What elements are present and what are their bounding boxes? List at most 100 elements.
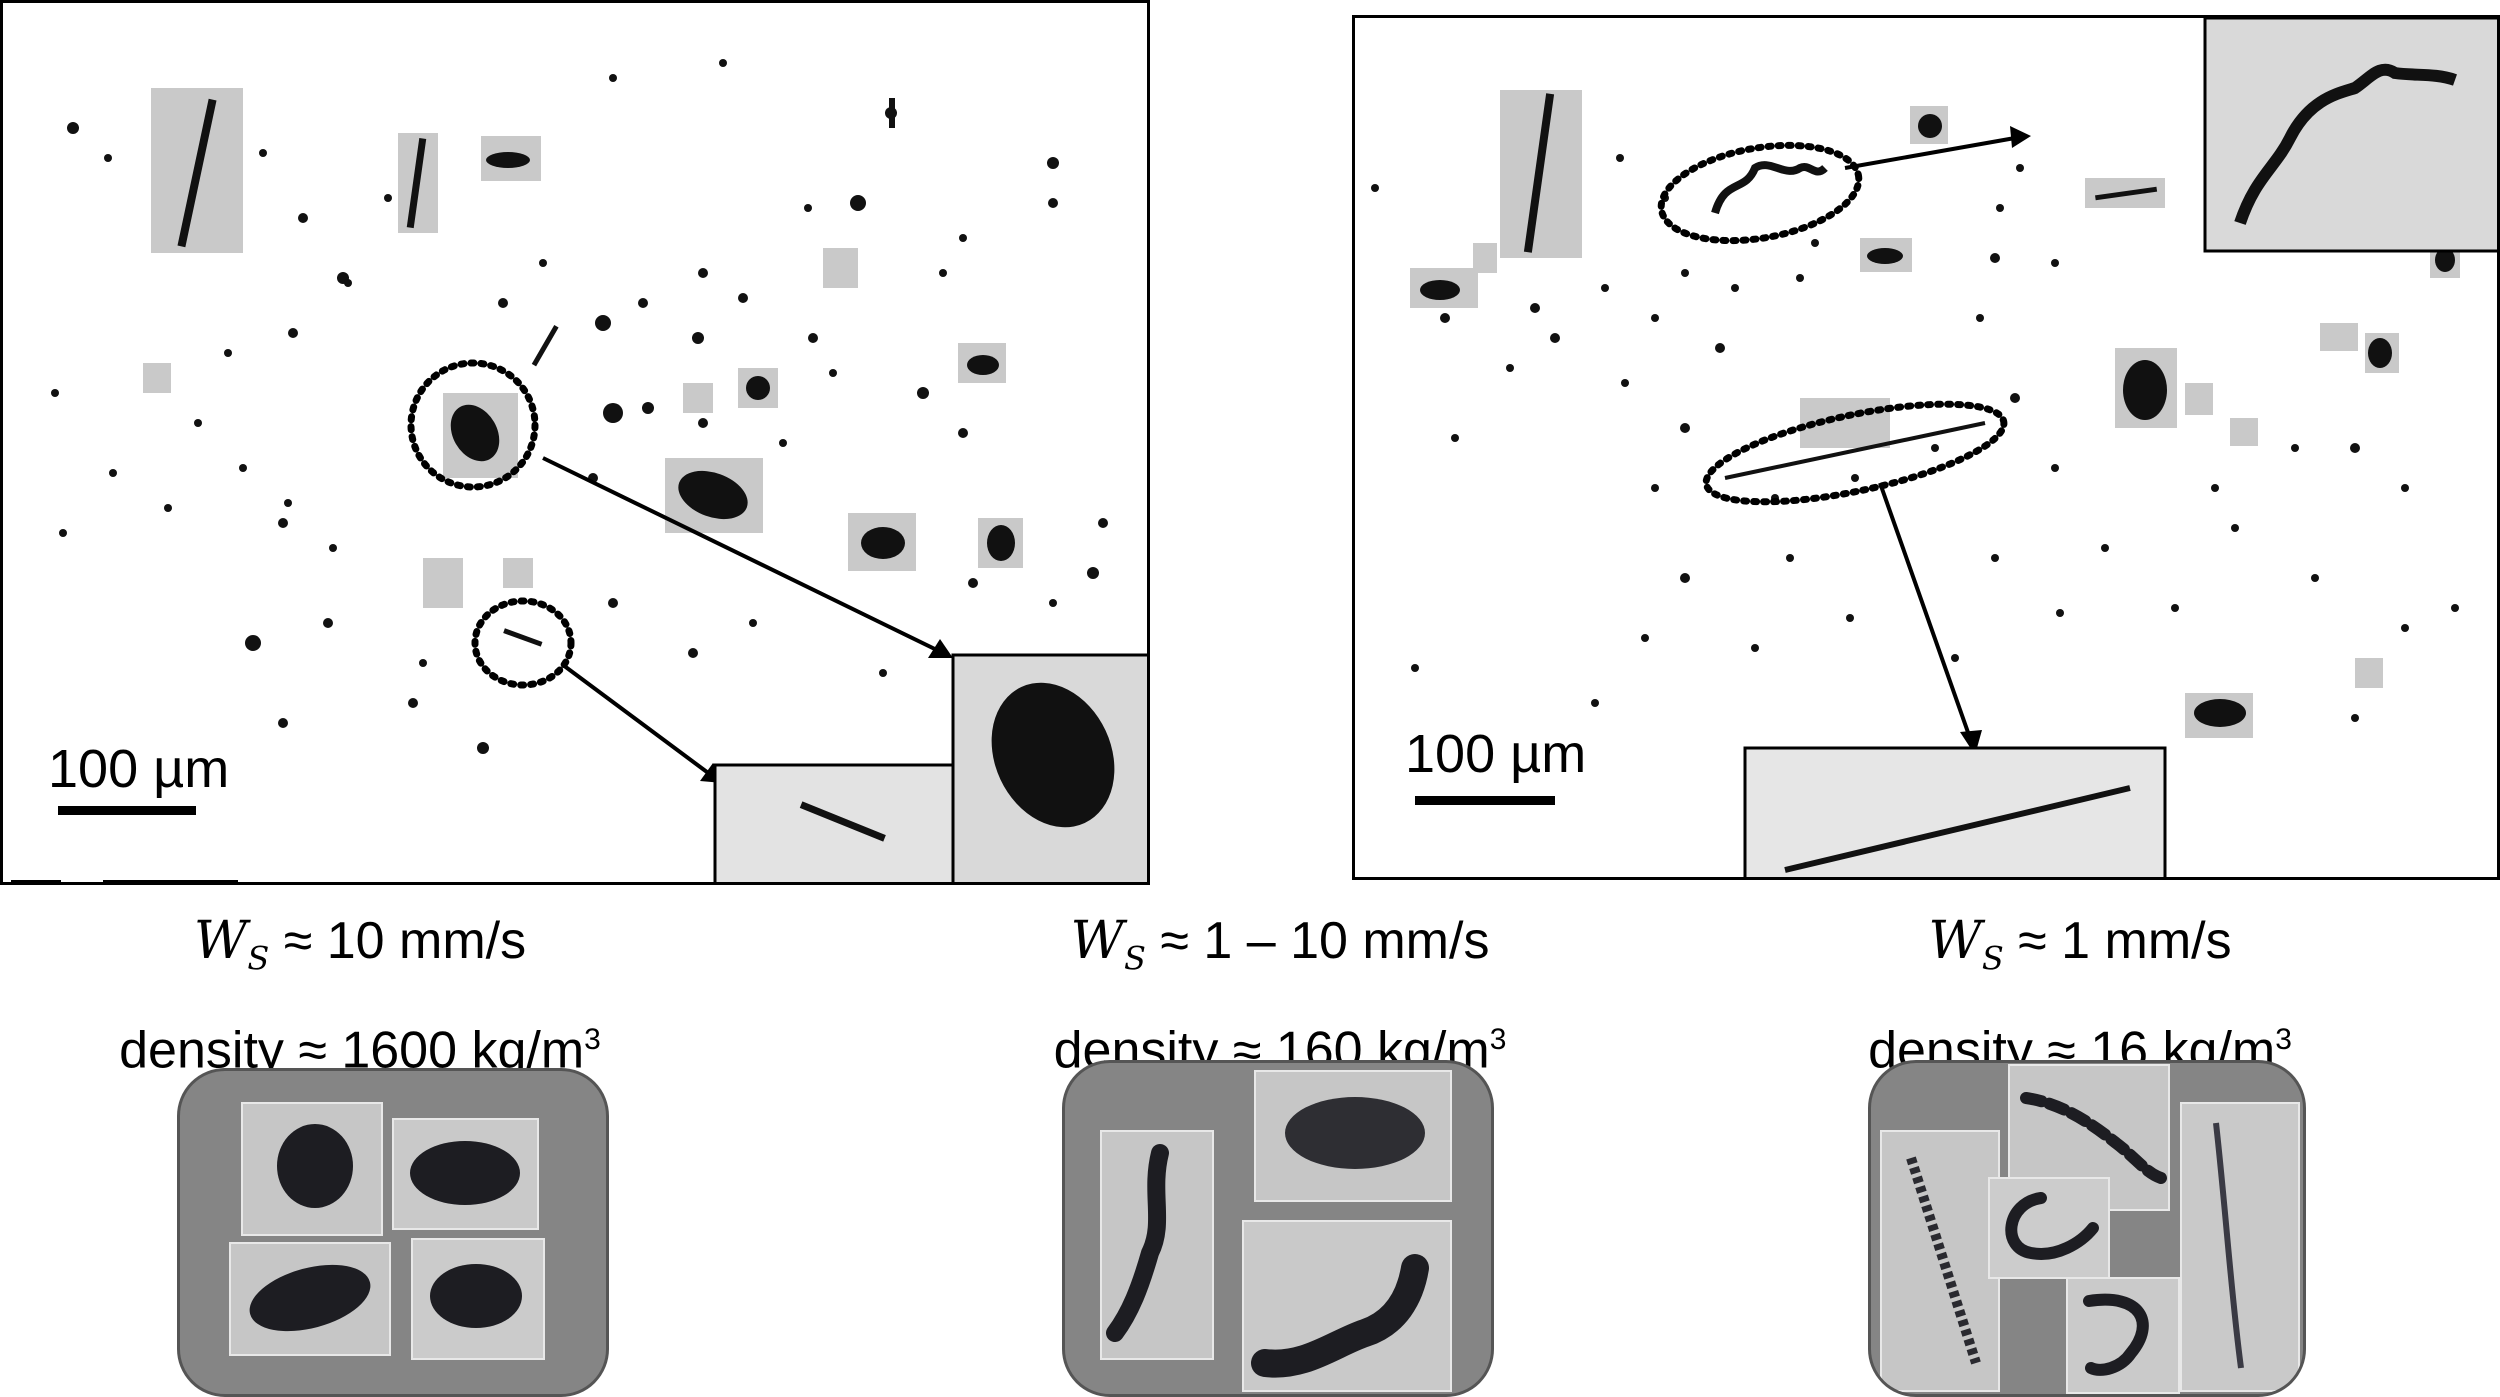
particle — [224, 349, 232, 357]
floc-image — [1285, 1097, 1425, 1169]
floc-image — [2020, 1092, 2167, 1184]
particle — [2311, 574, 2319, 582]
floc-particle — [2123, 360, 2167, 420]
micrograph-left: 100 µm — [0, 0, 1150, 885]
floc-image — [249, 1264, 371, 1332]
scale-label: 100 µm — [1405, 724, 1587, 784]
particle — [239, 464, 247, 472]
particle — [719, 59, 727, 67]
floc-particle — [2435, 248, 2455, 272]
settling-velocity: WS ≈ 1 – 10 mm/s — [1070, 911, 1490, 978]
highlight-circle — [471, 597, 575, 689]
pointer-arrow — [1878, 482, 1972, 739]
fiber-particle — [889, 98, 895, 128]
scale-bar — [1415, 796, 1555, 805]
zoom-inset-long-fiber — [1743, 746, 2167, 877]
floc-photos-medium — [1062, 1060, 1494, 1397]
floc-particle — [1918, 114, 1942, 138]
particle — [1811, 239, 1819, 247]
particle — [1951, 654, 1959, 662]
particle — [850, 195, 866, 211]
arrowhead — [928, 639, 953, 658]
particle — [498, 298, 508, 308]
particle — [1846, 614, 1854, 622]
floc-image — [2005, 1192, 2099, 1260]
particle — [1087, 567, 1099, 579]
particle — [1616, 154, 1624, 162]
particle — [749, 619, 757, 627]
particle — [2451, 604, 2459, 612]
particle — [698, 268, 708, 278]
fiber-particle — [1724, 421, 1986, 480]
particle — [1796, 274, 1804, 282]
particle — [959, 234, 967, 242]
flock-tile — [143, 363, 171, 393]
fiber-particle — [1711, 161, 1828, 215]
inset-floc — [991, 682, 1115, 828]
particle — [164, 504, 172, 512]
flock-tile — [2185, 383, 2213, 415]
particle — [1786, 554, 1794, 562]
particle — [1990, 253, 2000, 263]
particle — [1681, 269, 1689, 277]
particle — [692, 332, 704, 344]
micrograph-left-drawing — [11, 59, 1147, 882]
floc-photos-light-drawing — [1880, 1064, 2300, 1394]
scale-bar — [58, 806, 196, 815]
pointer-arrow — [542, 456, 944, 655]
particle — [329, 544, 337, 552]
fiber-particle — [531, 324, 559, 367]
particle — [1550, 333, 1560, 343]
particle — [968, 578, 978, 588]
micrograph-right-drawing: rect — [1365, 18, 2497, 880]
particle — [1440, 313, 1450, 323]
flock-tile — [2320, 323, 2358, 351]
particle — [595, 315, 611, 331]
flock-tile — [423, 558, 463, 608]
floc-image — [1251, 1254, 1429, 1378]
floc-photo — [1880, 1130, 2000, 1392]
particle — [384, 194, 392, 202]
floc-particle — [486, 152, 530, 168]
particle — [539, 259, 547, 267]
particle — [1530, 303, 1540, 313]
particle — [638, 298, 648, 308]
particle — [1651, 314, 1659, 322]
highlight-ellipse — [1702, 400, 2008, 506]
particle — [2016, 164, 2024, 172]
floc-photos-light — [1868, 1060, 2306, 1397]
floc-particle — [2368, 338, 2392, 368]
particle — [109, 469, 117, 477]
fiber-particle — [2095, 186, 2158, 201]
particle — [2291, 444, 2299, 452]
floc-particle — [861, 527, 905, 559]
particle — [1991, 554, 1999, 562]
particle — [1371, 184, 1379, 192]
highlight-circle — [407, 359, 539, 491]
particle — [1731, 284, 1739, 292]
floc-particle — [1867, 248, 1903, 264]
particle — [642, 402, 654, 414]
particle — [2101, 544, 2109, 552]
particle — [51, 389, 59, 397]
particle — [1621, 379, 1629, 387]
arrowhead — [2010, 126, 2031, 148]
floc-particle — [967, 355, 999, 375]
particle — [2231, 524, 2239, 532]
floc-image — [277, 1124, 353, 1208]
floc-particle — [746, 376, 770, 400]
inset-chain-fiber — [2234, 63, 2457, 225]
fiber-particle — [503, 628, 543, 647]
particle — [194, 419, 202, 427]
particle — [477, 742, 489, 754]
bottom-mark — [1365, 878, 1395, 880]
particle — [609, 74, 617, 82]
floc-particle — [2194, 699, 2246, 727]
floc-particle — [678, 470, 748, 520]
particle — [688, 648, 698, 658]
settling-velocity: WS ≈ 10 mm/s — [193, 911, 527, 978]
inset-long-fiber — [1784, 785, 2131, 873]
particle — [1851, 474, 1859, 482]
ws-symbol: WS — [1070, 911, 1146, 978]
particle — [603, 403, 623, 423]
